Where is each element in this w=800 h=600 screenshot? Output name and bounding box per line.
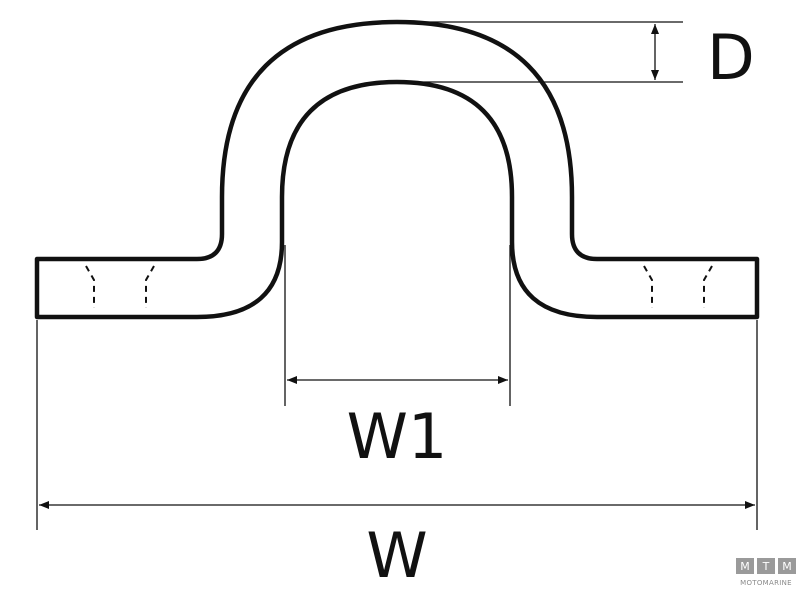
left-mounting-hole [85,265,155,308]
watermark-caption: MOTOMARINE [740,579,792,587]
watermark-letter-2: T [762,560,770,573]
inner-width-label: W1 [347,400,448,473]
watermark-box-1 [736,558,754,574]
inner-width-dimension [284,245,511,406]
strap-outline [34,19,760,320]
motomarine-watermark-logo: M T M MOTOMARINE [736,558,796,587]
watermark-box-2 [757,558,775,574]
overall-width-label: W [366,519,427,592]
right-mounting-hole [643,265,713,308]
watermark-letter-3: M [782,560,792,573]
depth-label: D [707,21,755,94]
overall-width-dimension [36,320,758,530]
watermark-letter-1: M [740,560,750,573]
depth-dimension [397,21,683,83]
watermark-box-3 [778,558,796,574]
